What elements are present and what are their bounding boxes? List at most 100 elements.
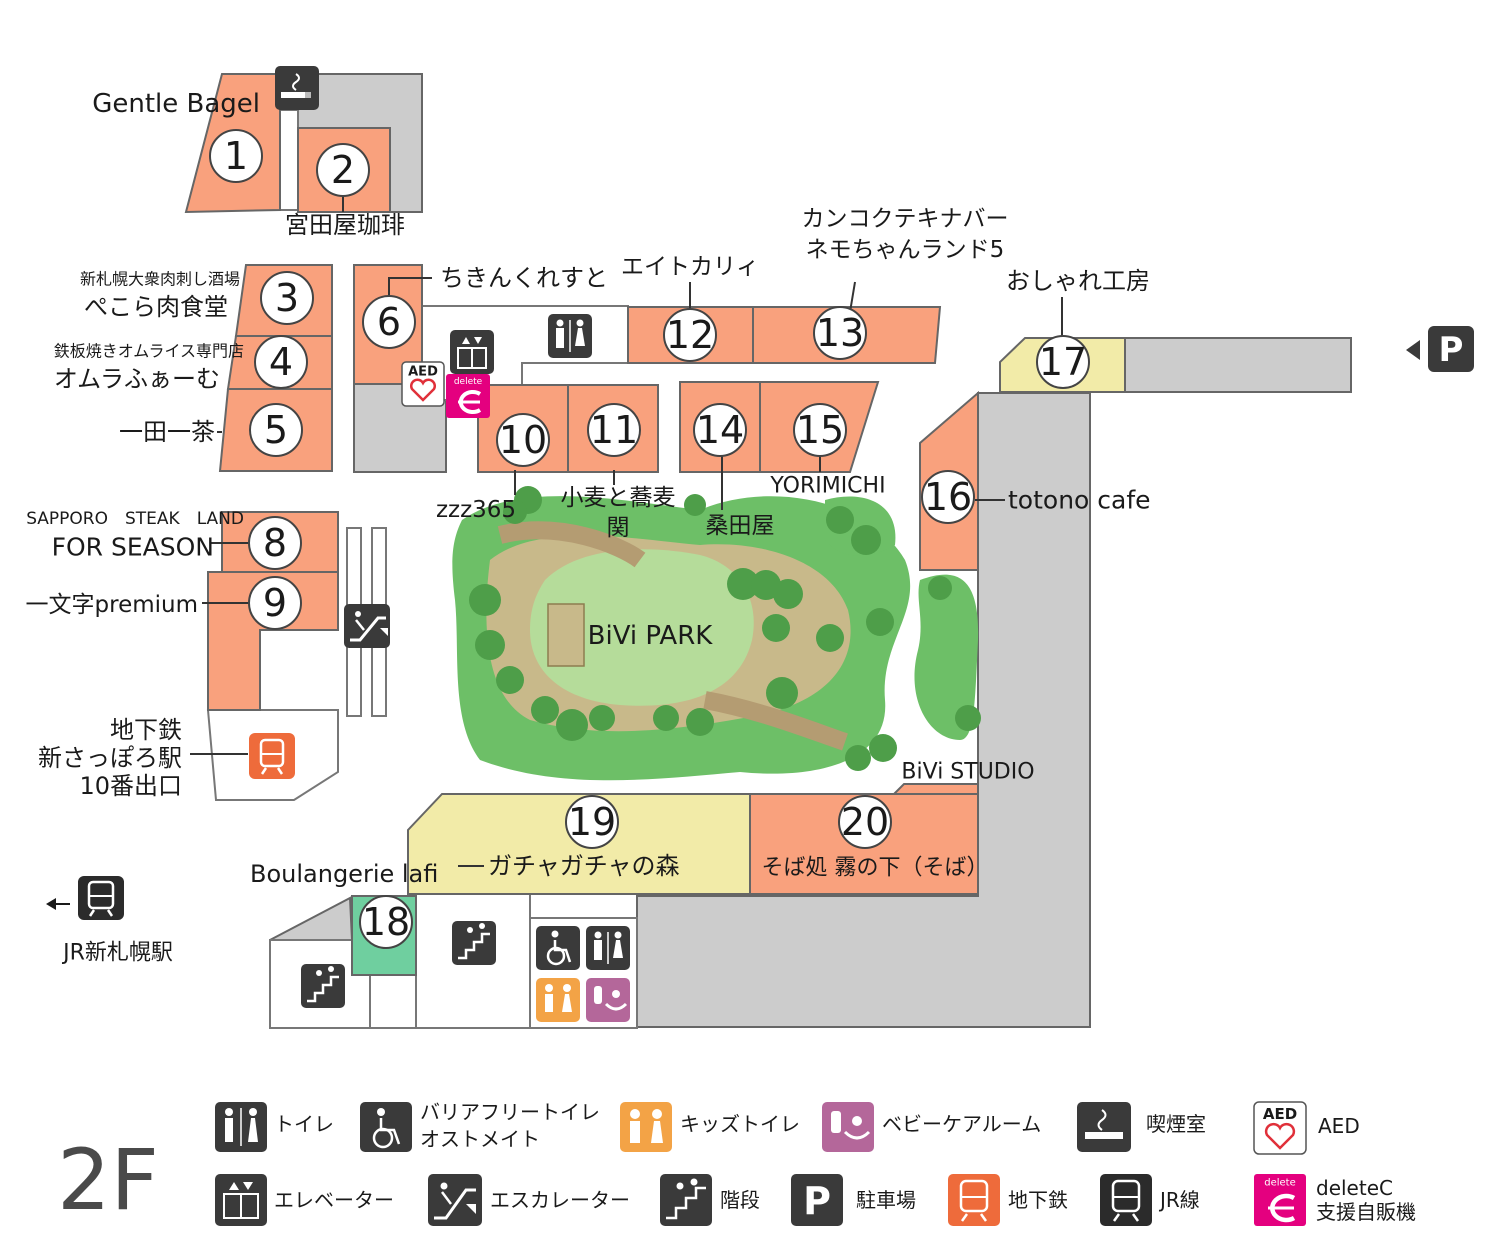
shop-number-10[interactable]: 10 — [496, 413, 550, 467]
jr-station-label: JR新札幌駅 — [61, 941, 173, 966]
svg-text:エレベーター: エレベーター — [274, 1188, 394, 1212]
shop-number-20[interactable]: 20 — [838, 795, 892, 849]
shop-number-19[interactable]: 19 — [565, 795, 619, 849]
legend-item-baby-room: ベビーケアルーム — [822, 1102, 1041, 1152]
svg-text:キッズトイレ: キッズトイレ — [680, 1112, 800, 1136]
shop-name-5: 一田一茶 — [119, 418, 215, 446]
svg-text:AED: AED — [1318, 1114, 1360, 1138]
legend-item-smoking-room: 喫煙室 — [1077, 1102, 1206, 1152]
shop-name-1: Gentle Bagel — [92, 89, 260, 119]
shop-number-14[interactable]: 14 — [693, 403, 747, 457]
baby-room-icon — [822, 1102, 874, 1152]
shop-number-5[interactable]: 5 — [249, 403, 303, 457]
shop-name-12: エイトカリィ — [621, 254, 759, 280]
park-trees — [469, 486, 981, 771]
elevator-icon[interactable] — [450, 330, 494, 374]
shop-name-19: ガチャガチャの森 — [488, 852, 680, 880]
shop-numbers: 1 2 3 4 5 6 8 9 10 11 12 13 14 15 16 17 … — [209, 129, 1090, 949]
smoking-room-icon[interactable] — [275, 66, 319, 110]
svg-text:10: 10 — [499, 418, 547, 462]
legend-item-deletec: delete deleteC 支援自販機 — [1254, 1174, 1416, 1226]
toilet-icon[interactable] — [586, 926, 630, 970]
svg-text:JR線: JR線 — [1158, 1188, 1200, 1212]
svg-text:喫煙室: 喫煙室 — [1146, 1112, 1206, 1136]
common-area-west — [269, 896, 354, 941]
legend-item-elevator: エレベーター — [215, 1174, 394, 1226]
legend-item-stairs: 階段 — [660, 1174, 760, 1226]
svg-text:9: 9 — [263, 581, 287, 625]
svg-text:2: 2 — [331, 148, 355, 192]
shop-number-3[interactable]: 3 — [260, 271, 314, 325]
jr-arrow-icon — [46, 898, 56, 910]
shop-blocks — [184, 73, 1126, 976]
svg-text:AED: AED — [1263, 1105, 1297, 1123]
baby-room-icon[interactable] — [586, 978, 630, 1022]
shop-number-15[interactable]: 15 — [793, 403, 847, 457]
legend-item-jr: JR線 — [1100, 1174, 1200, 1226]
legend: トイレ バリアフリートイレ オストメイト キッズトイレ ベビーケアルーム — [215, 1100, 1416, 1226]
svg-text:駐車場: 駐車場 — [856, 1188, 916, 1212]
shop-name-18: Boulangerie lafi — [250, 860, 438, 888]
shop-number-8[interactable]: 8 — [248, 516, 302, 570]
svg-text:3: 3 — [275, 276, 299, 320]
shop-number-4[interactable]: 4 — [254, 335, 308, 389]
subway-exit-line2: 新さっぽろ駅 — [38, 744, 182, 772]
smoking-room-icon — [1077, 1102, 1131, 1152]
shop-number-17[interactable]: 17 — [1036, 335, 1090, 389]
shop-number-2[interactable]: 2 — [316, 143, 370, 197]
legend-item-toilet: トイレ — [215, 1102, 334, 1152]
park-lawn — [530, 549, 754, 706]
legend-item-escalator: エスカレーター — [428, 1174, 630, 1226]
jr-station[interactable]: JR新札幌駅 — [46, 876, 173, 966]
shop-name-2: 宮田屋珈琲 — [285, 211, 405, 239]
shop-name-4: オムラふぁーむ — [54, 365, 220, 393]
subway-exit-line3: 10番出口 — [79, 772, 182, 800]
shop-name-13: ネモちゃんランド5 — [806, 237, 1005, 263]
svg-text:階段: 階段 — [720, 1188, 760, 1212]
legend-item-aed: AED AED — [1253, 1101, 1360, 1155]
shop-number-16[interactable]: 16 — [921, 470, 975, 524]
svg-text:P: P — [803, 1179, 831, 1223]
shop-number-18[interactable]: 18 — [359, 895, 413, 949]
shop-block-9[interactable] — [207, 571, 339, 711]
parking-letter: P — [1439, 330, 1464, 370]
deletec-icon[interactable]: delete — [446, 374, 490, 418]
shop-name-17: おしゃれ工房 — [1006, 267, 1150, 295]
accessible-toilet-icon[interactable] — [536, 926, 580, 970]
svg-text:15: 15 — [796, 408, 844, 452]
shop-number-12[interactable]: 12 — [663, 308, 717, 362]
aed-icon[interactable]: AED — [401, 361, 445, 407]
svg-text:19: 19 — [568, 800, 616, 844]
shop-name-14: 桑田屋 — [706, 513, 775, 539]
legend-item-parking: P 駐車場 — [791, 1174, 916, 1226]
shop-name-10: zzz365 — [436, 497, 516, 523]
bivi-studio-block[interactable] — [891, 783, 979, 795]
park-label: BiVi PARK — [588, 621, 714, 651]
parking-arrow-icon — [1406, 340, 1420, 360]
svg-text:1: 1 — [224, 134, 248, 178]
svg-text:バリアフリートイレ: バリアフリートイレ — [420, 1100, 600, 1124]
subway-exit[interactable]: 地下鉄 新さっぽろ駅 10番出口 — [38, 716, 295, 800]
shop-number-1[interactable]: 1 — [209, 129, 263, 183]
toilet-icon[interactable] — [548, 314, 592, 358]
svg-text:支援自販機: 支援自販機 — [1316, 1200, 1416, 1224]
shop-number-11[interactable]: 11 — [587, 403, 641, 457]
shop-number-9[interactable]: 9 — [248, 576, 302, 630]
svg-text:18: 18 — [362, 900, 410, 944]
kids-toilet-icon[interactable] — [536, 978, 580, 1022]
svg-text:16: 16 — [924, 475, 972, 519]
svg-text:6: 6 — [377, 300, 401, 344]
stairs-icon[interactable] — [452, 921, 496, 965]
svg-text:地下鉄: 地下鉄 — [1008, 1188, 1068, 1212]
svg-text:ベビーケアルーム: ベビーケアルーム — [882, 1112, 1041, 1136]
shop-name-11: 小麦と蕎麦 — [561, 485, 676, 511]
stairs-icon[interactable] — [301, 964, 345, 1008]
shop-number-6[interactable]: 6 — [362, 295, 416, 349]
legend-item-subway: 地下鉄 — [948, 1174, 1068, 1226]
shop-number-13[interactable]: 13 — [813, 306, 867, 360]
svg-text:オストメイト: オストメイト — [420, 1127, 540, 1151]
parking-sign[interactable]: P — [1406, 326, 1474, 372]
floor-label: 2F — [57, 1131, 159, 1229]
escalator-icon[interactable] — [344, 604, 390, 648]
